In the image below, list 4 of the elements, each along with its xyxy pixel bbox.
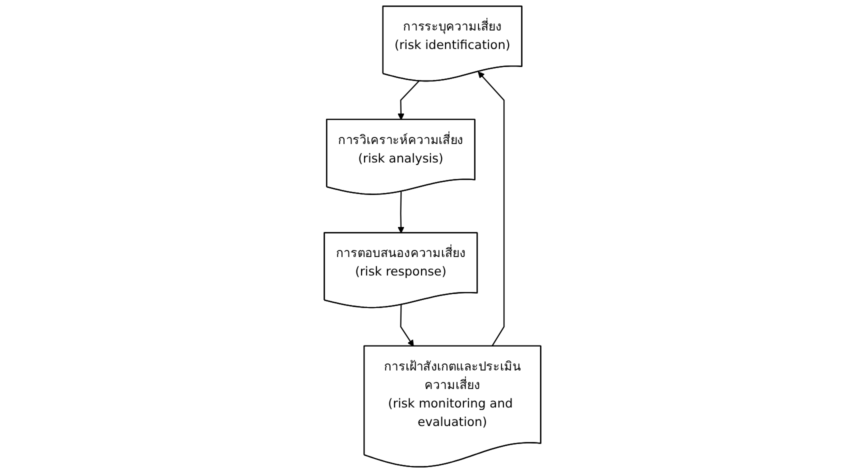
arrow xyxy=(398,80,420,120)
arrow xyxy=(398,192,404,234)
arrow xyxy=(400,304,414,347)
arrow xyxy=(478,71,505,347)
